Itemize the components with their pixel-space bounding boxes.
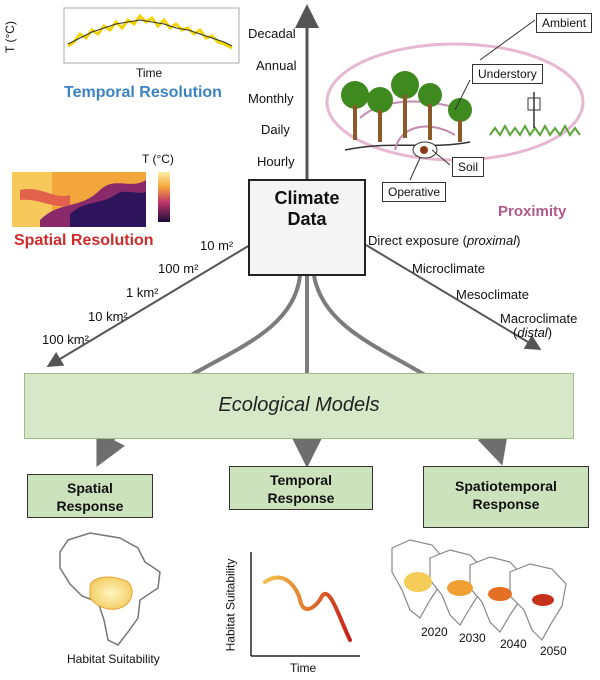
proximity-scale-distal: (distal) (513, 325, 553, 340)
temporal-chart-ylabel: T (°C) (2, 21, 17, 53)
ecological-models-band: Ecological Models (24, 373, 574, 439)
spatiotemporal-response-line1: Spatiotemporal (455, 478, 557, 494)
spatial-resolution-title: Spatial Resolution (14, 232, 154, 249)
temporal-response-box: Temporal Response (229, 466, 373, 510)
africa-habitat-map (59, 532, 161, 646)
proximity-scale-macroclimate: Macroclimate (500, 311, 578, 326)
spatial-response-line1: Spatial (67, 480, 113, 496)
year-2050: 2050 (540, 644, 567, 658)
temporal-response-xlabel: Time (290, 661, 317, 675)
spatial-response-line2: Response (56, 498, 124, 514)
ecological-models-label: Ecological Models (218, 394, 380, 416)
callout-understory: Understory (472, 64, 543, 84)
year-2030: 2030 (459, 631, 486, 645)
proximity-direct-text: Direct exposure (proximal) (368, 233, 521, 248)
temporal-scale-hourly: Hourly (257, 154, 295, 169)
temporal-scale-daily: Daily (261, 122, 290, 137)
callout-ambient: Ambient (536, 13, 593, 33)
temporal-scale-monthly: Monthly (248, 91, 294, 106)
temporal-response-line2: Response (267, 490, 335, 506)
temporal-resolution-title: Temporal Resolution (64, 84, 222, 101)
temperature-timeseries-chart (63, 7, 240, 64)
spatial-scale-10m2: 10 m² (200, 238, 234, 253)
spatial-scale-10km2: 10 km² (88, 309, 128, 324)
proximity-scale-direct: Direct exposure (proximal) (368, 233, 520, 248)
distal-italic: distal (517, 325, 548, 340)
temporal-response-ylabel: Habitat Suitability (223, 558, 238, 652)
spatial-response-box: Spatial Response (27, 474, 153, 518)
callout-operative: Operative (382, 182, 447, 202)
spatiotemporal-response-box: Spatiotemporal Response (423, 466, 589, 528)
proximity-scale-mesoclimate: Mesoclimate (456, 287, 529, 302)
climate-title-line2: Data (287, 209, 327, 229)
spatiotemporal-habitat (404, 572, 554, 606)
spatial-colorbar-label: T (°C) (142, 152, 174, 166)
proximity-title: Proximity (498, 203, 567, 220)
proximity-axis (365, 244, 542, 351)
spatial-scale-100m2: 100 m² (158, 261, 199, 276)
temporal-chart-xlabel: Time (136, 66, 163, 80)
year-2020: 2020 (421, 625, 448, 639)
year-2040: 2040 (500, 637, 527, 651)
callout-soil: Soil (452, 157, 485, 177)
spatial-axis (46, 244, 251, 368)
spatiotemporal-response-line2: Response (472, 496, 540, 512)
spatial-response-caption: Habitat Suitability (67, 652, 160, 666)
temperature-heatmap (12, 172, 170, 227)
temporal-scale-decadal: Decadal (248, 26, 296, 41)
temporal-scale-annual: Annual (256, 58, 297, 73)
climate-title-line1: Climate (274, 188, 340, 208)
spatial-scale-100km2: 100 km² (42, 332, 89, 347)
proximal-italic: proximal (466, 233, 517, 248)
proximity-illustration (325, 19, 585, 181)
proximity-scale-microclimate: Microclimate (412, 261, 485, 276)
habitat-suitability-plot (250, 552, 360, 657)
temporal-response-line1: Temporal (270, 472, 332, 488)
spatial-scale-1km2: 1 km² (126, 285, 159, 300)
climate-data-box: Climate Data (248, 179, 366, 276)
